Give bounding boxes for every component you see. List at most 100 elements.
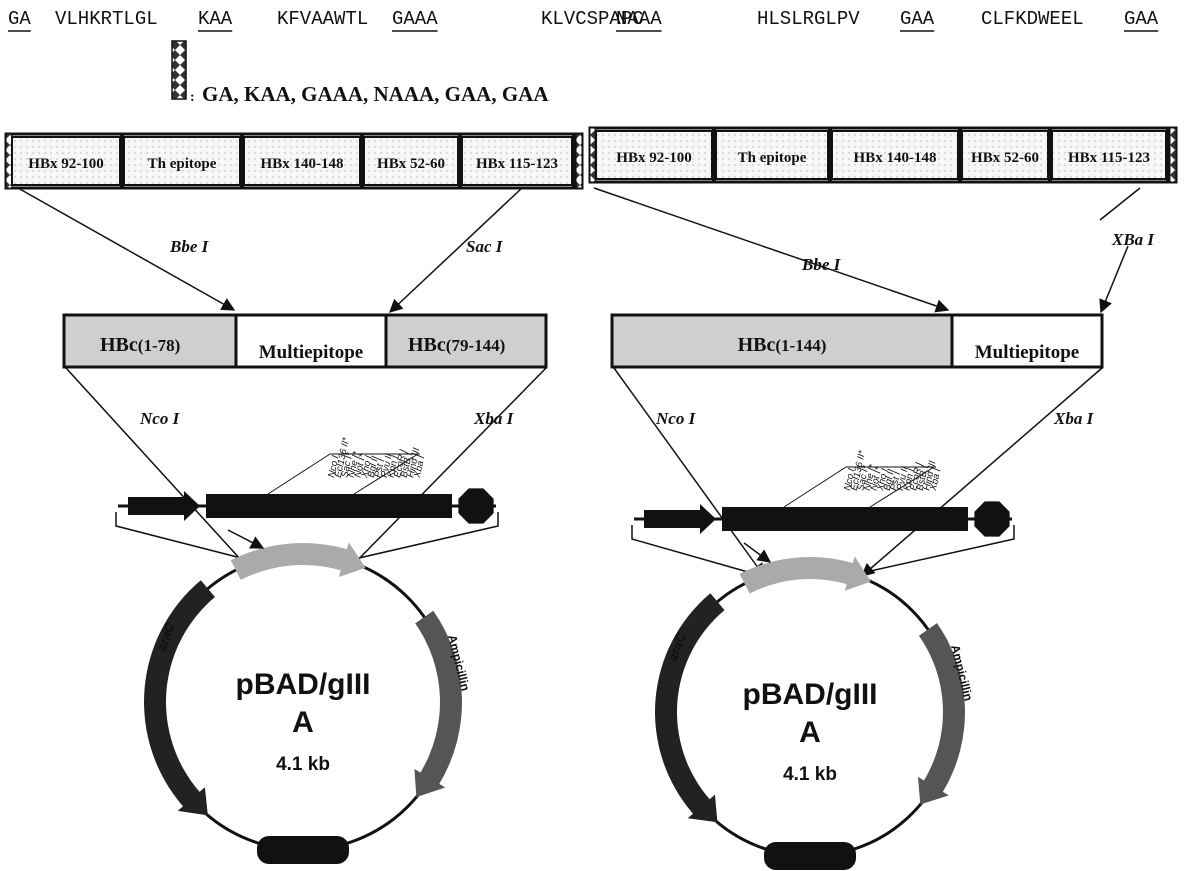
right-clone-xba: Xba I <box>1053 409 1095 428</box>
left-site-sac: Sac I <box>466 237 504 256</box>
left-epitope-label: HBx 52-60 <box>377 156 445 172</box>
epitope-divider <box>458 134 462 188</box>
left-seg3-sub: (79-144) <box>446 336 505 355</box>
mcs-site-label: Nhe I* <box>346 450 362 478</box>
epitope-divider <box>1166 128 1170 182</box>
mcs-site-label: BstB I <box>399 451 415 478</box>
left-epitope-box <box>363 136 459 186</box>
sequence-epitope: KLVCSPAPC <box>541 8 644 30</box>
sequence-epitope: KFVAAWTL <box>277 8 368 30</box>
ampicillin-gene-arrow-icon <box>918 623 966 805</box>
sequence-linker: GAA <box>1124 8 1159 30</box>
left-epitope-label: HBx 115-123 <box>476 156 558 172</box>
right-site-xba: XBa I <box>1111 230 1155 249</box>
right-fusion-multiepitope <box>950 313 1104 369</box>
right-seg2-label: Multiepitope <box>975 342 1080 363</box>
right-epitope-box <box>831 130 959 180</box>
pbad-label: PBAD <box>140 500 177 515</box>
his-sub-label: 6 <box>436 508 441 518</box>
his-sub-label: 6 <box>952 521 957 531</box>
sequence-linker: GAAA <box>392 8 438 30</box>
term-label: term <box>979 513 1005 527</box>
mcs-insert-arrow-icon <box>739 556 871 594</box>
atg-label: ATG <box>208 500 239 517</box>
left-fusion-hbc-1-78 <box>62 313 238 369</box>
left-epitope-label: HBx 92-100 <box>28 156 103 172</box>
sequence-linker: GA <box>8 8 31 30</box>
gene-ss-label: gene III SS <box>758 517 799 526</box>
right-xba-arrow <box>1099 245 1129 314</box>
svg-text:HBc(79-144): HBc(79-144) <box>408 334 505 356</box>
epitope-divider <box>1048 128 1052 182</box>
left-fusion-multiepitope <box>234 313 388 369</box>
mcs-site-label: BstB I <box>915 464 931 491</box>
ori-label: pBR322 ori <box>779 850 840 864</box>
mcs-label: MCS <box>306 500 337 516</box>
ori-block <box>764 842 856 870</box>
plasmid-letter: A <box>799 716 821 749</box>
plasmid-name: pBAD/gIII <box>743 678 878 711</box>
right-clone-nco: Nco I <box>655 409 697 428</box>
svg-text:HBc(1-78): HBc(1-78) <box>100 334 180 356</box>
mcs-site-label: Bgl II <box>882 468 897 492</box>
plasmid-letter: A <box>292 706 314 739</box>
atg-label: ATG <box>724 513 755 530</box>
sequence-epitope: HLSLRGLPV <box>757 8 860 30</box>
left-clone-nco: Nco I <box>139 409 181 428</box>
left-nco-arrow <box>65 367 253 573</box>
right-seg1-sub: (1-144) <box>775 336 826 355</box>
left-fusion-hbc-79-144 <box>384 313 548 369</box>
his-label: (His) <box>398 500 429 516</box>
linker-block-icon <box>575 133 583 189</box>
sequence-linker: NAAA <box>616 8 662 30</box>
left-xba-arrow <box>345 367 547 573</box>
plasmid-size: 4.1 kb <box>783 764 837 785</box>
right-epitope-label: Th epitope <box>738 150 807 166</box>
epitope-divider <box>712 128 716 182</box>
sequence-epitope: VLHKRTLGL <box>55 8 158 30</box>
left-sac-arrow <box>389 187 523 313</box>
mcs-site-label: Xba I <box>412 454 428 479</box>
linker-block-icon <box>1169 127 1177 183</box>
mcs-site-label: Xho I <box>875 467 891 492</box>
sequence-epitope: CLFKDWEEL <box>981 8 1084 30</box>
right-epitope-box <box>715 130 829 180</box>
epitope-strip-left: HBx 92-100 Th epitope HBx 140-148 HBx 52-60… <box>4 132 584 190</box>
mcs-site-label: Pvu II <box>895 465 911 491</box>
mcs-site-label: Bgl II <box>366 455 381 479</box>
right-epitope-label: HBx 92-100 <box>616 150 691 166</box>
left-seg1-main: HBc <box>100 334 138 356</box>
left-seg1-sub: (1-78) <box>138 336 180 355</box>
left-construct: Bbe I Sac I HBc(1-78) Multiepitope HBc(7… <box>17 187 548 573</box>
terminator-icon <box>458 488 494 524</box>
mcs-insert-arrow-icon <box>230 542 366 580</box>
left-seg2-label: Multiepitope <box>259 342 364 363</box>
epitope-divider <box>828 128 832 182</box>
right-bbe-arrow <box>593 187 950 313</box>
mcs-site-label: Nco I <box>326 454 341 478</box>
cassette-bar <box>722 507 968 531</box>
myc-label: myc <box>354 500 385 517</box>
epitope-divider <box>958 128 962 182</box>
right-construct: Bbe I XBa I HBc(1-144) Multiepitope Nco … <box>593 187 1155 578</box>
left-seg3-main: HBc <box>408 334 446 356</box>
mcs-site-label: Pvu II <box>379 452 395 478</box>
left-bbe-arrow <box>17 187 236 311</box>
ori-label: pBR322 ori <box>272 844 333 858</box>
right-site-bbe: Bbe I <box>801 255 842 274</box>
plasmid-size: 4.1 kb <box>276 754 330 775</box>
left-epitope-label: Th epitope <box>148 156 217 172</box>
pbad-label: PBAD <box>656 513 693 528</box>
mcs-site-label: Kpn I <box>386 454 401 478</box>
gene-ss-label: gene III SS <box>242 504 283 513</box>
epitope-divider <box>572 134 576 188</box>
right-epitope-box <box>595 130 713 180</box>
sequence-linker: GAA <box>900 8 935 30</box>
myc-label: myc <box>870 513 901 530</box>
pbad-promoter-arrow-icon <box>128 491 200 521</box>
pbad-promoter-arrow-icon <box>644 504 716 534</box>
left-epitope-label: HBx 140-148 <box>261 156 344 172</box>
